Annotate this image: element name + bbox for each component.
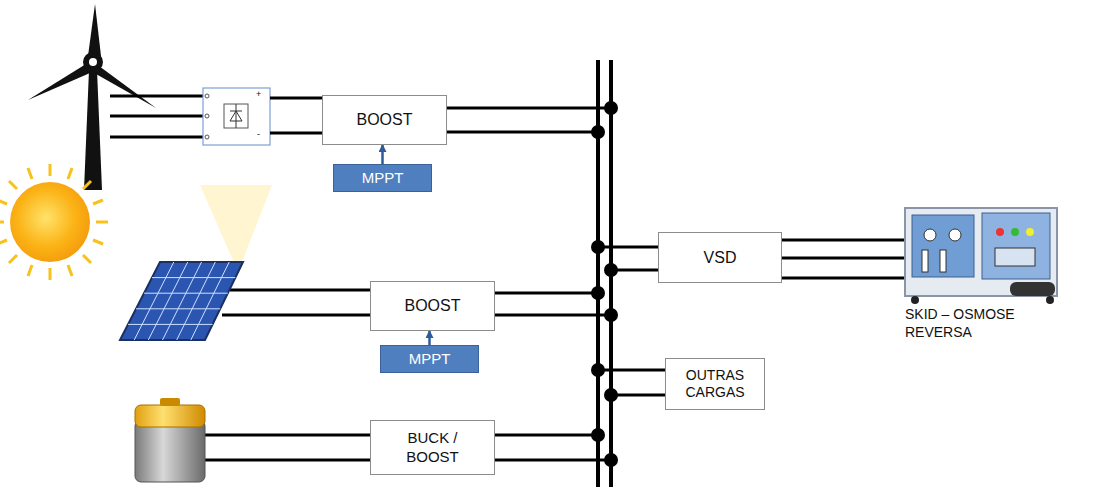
sun [0, 164, 108, 280]
box-label: BOOST [404, 296, 460, 316]
box-label: BOOST [356, 110, 412, 130]
box-label: BUCK / BOOST [398, 429, 468, 467]
box-label: VSD [704, 248, 737, 268]
control-arrow [381, 145, 384, 164]
converter-box: BOOST [322, 95, 447, 145]
converter-box: OUTRAS CARGAS [665, 358, 765, 410]
turbine-wires [110, 96, 203, 137]
polarity-mark: + [256, 89, 261, 101]
ro-skid [905, 208, 1057, 304]
converter-box: BUCK / BOOST [370, 420, 495, 475]
box-label: MPPT [362, 169, 404, 188]
solar-panel [120, 262, 243, 340]
bus-junctions [591, 101, 618, 467]
wires [205, 98, 905, 460]
box-label: MPPT [409, 350, 451, 369]
converter-box: BOOST [370, 281, 495, 331]
mppt-box: MPPT [333, 164, 432, 192]
converter-box: VSD [658, 232, 782, 283]
box-label: OUTRAS CARGAS [675, 367, 755, 402]
control-arrow [428, 331, 431, 345]
rectifier-symbol [203, 88, 270, 145]
equipment-label: SKID – OSMOSE REVERSA [905, 305, 1055, 341]
polarity-mark: - [257, 129, 260, 141]
light-beam [200, 185, 272, 272]
battery [135, 398, 205, 482]
mppt-box: MPPT [380, 345, 479, 373]
